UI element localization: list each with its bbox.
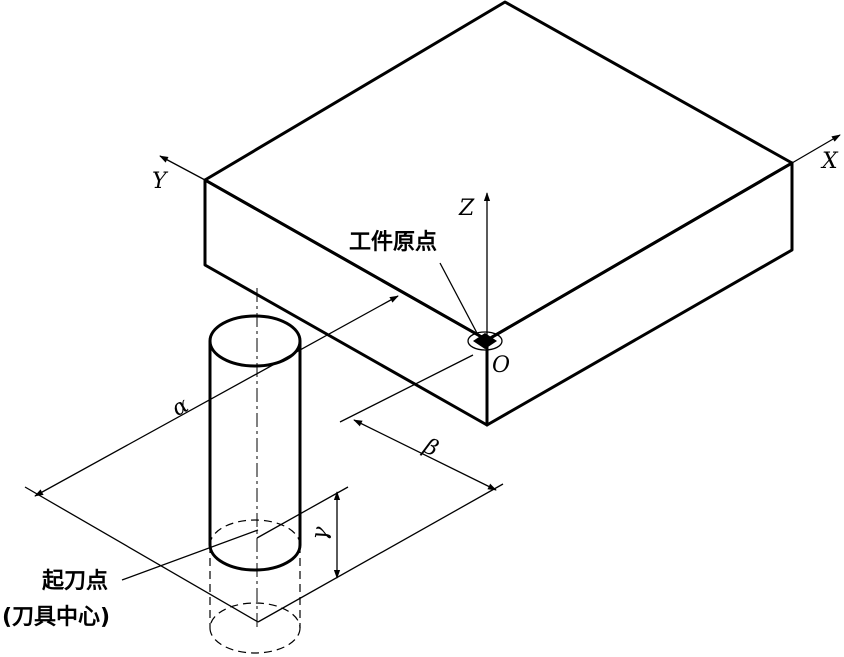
gamma-label: γ xyxy=(307,524,334,542)
dimension-lines xyxy=(24,295,504,623)
workpiece-origin-label: 工件原点 xyxy=(349,229,437,255)
y-axis-line xyxy=(159,155,206,181)
coordinate-axes xyxy=(159,134,841,340)
workpiece-right-face xyxy=(485,161,794,427)
extension-line-base-right xyxy=(257,483,504,623)
x-axis-label: X xyxy=(820,149,839,174)
y-axis-label: Y xyxy=(152,169,169,194)
tool-bottom-ellipse-back xyxy=(209,519,301,546)
tool-center-label: (刀具中心) xyxy=(2,605,110,630)
dimension-alpha-line xyxy=(34,295,399,497)
origin-leader-line xyxy=(439,262,479,336)
extension-line-base-left xyxy=(24,486,259,623)
start-point-label: 起刀点 xyxy=(41,568,108,594)
tool-projection-ellipse xyxy=(209,602,301,654)
dimension-beta-line xyxy=(353,419,497,491)
beta-label: β xyxy=(419,434,442,462)
x-axis-line xyxy=(791,134,841,164)
workpiece-front-face xyxy=(203,178,489,427)
origin-label: O xyxy=(492,353,510,378)
alpha-label: α xyxy=(168,393,193,422)
start-point-leader-line xyxy=(121,529,259,581)
extension-line-gamma-top xyxy=(256,486,349,539)
workpiece-top-face xyxy=(203,0,794,342)
tool-cylinder xyxy=(208,288,302,654)
tool-bottom-ellipse-front xyxy=(208,544,302,572)
workpiece-origin-marker xyxy=(439,262,503,351)
tool-top-ellipse xyxy=(208,314,302,368)
extension-line-beta xyxy=(339,354,474,423)
z-axis-label: Z xyxy=(458,196,475,221)
